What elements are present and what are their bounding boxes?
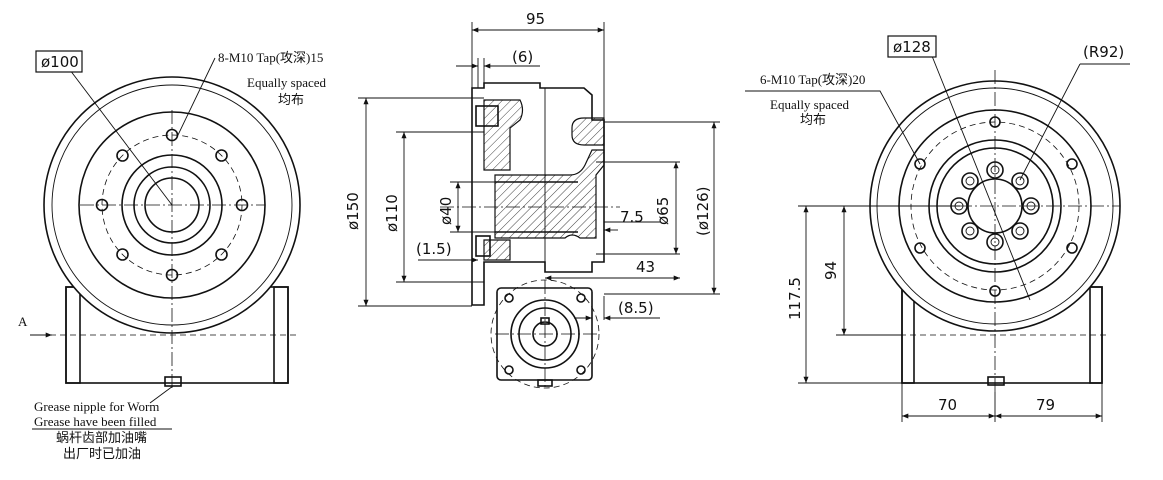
grease-note-en-2: Grease have been filled [34,414,157,429]
dim-dia40: ø40 [437,197,455,225]
left-view: A ø100 8-M10 Tap(攻深)15 Equally spaced 均布… [18,50,327,461]
left-spacing-en: Equally spaced [247,75,327,90]
dim-7-5: 7.5 [620,208,644,226]
view-arrow-label: A [18,314,28,329]
dim-94: 94 [822,261,840,280]
dim-79: 79 [1036,396,1055,414]
dim-dia126: (ø126) [694,186,712,236]
dim-8-5: (8.5) [618,299,654,317]
right-radius-label: (R92) [1083,43,1124,61]
dim-43: 43 [636,258,655,276]
dim-95: 95 [526,10,545,28]
right-spacing-cn: 均布 [800,112,826,127]
right-tap-note: 6-M10 Tap(攻深)20 [760,72,865,87]
grease-nipple [164,376,182,387]
right-view: ø128 (R92) 6-M10 Tap(攻深)20 Equally space… [745,35,1130,422]
section-body-outline [471,82,605,306]
dim-dia110: ø110 [383,194,401,232]
grease-note-cn-2: 出厂时已加油 [63,446,141,461]
dim-117-5: 117.5 [786,277,804,320]
left-spacing-cn: 均布 [278,92,304,107]
dim-dia150: ø150 [344,192,362,230]
dim-1-5: (1.5) [416,240,452,258]
dim-dia65: ø65 [654,197,672,225]
dim-6: (6) [512,48,533,66]
right-spacing-en: Equally spaced [770,97,850,112]
grease-note-en-1: Grease nipple for Worm [34,399,159,414]
grease-note-cn-1: 蜗杆齿部加油嘴 [56,430,147,445]
dim-70: 70 [938,396,957,414]
left-diameter-label: ø100 [41,53,79,71]
section-view: 95 (6) ø150 ø110 ø40 (1.5) 7.5 ø65 (ø126… [344,10,720,390]
left-tap-note: 8-M10 Tap(攻深)15 [218,50,323,65]
right-diameter-label: ø128 [893,38,931,56]
